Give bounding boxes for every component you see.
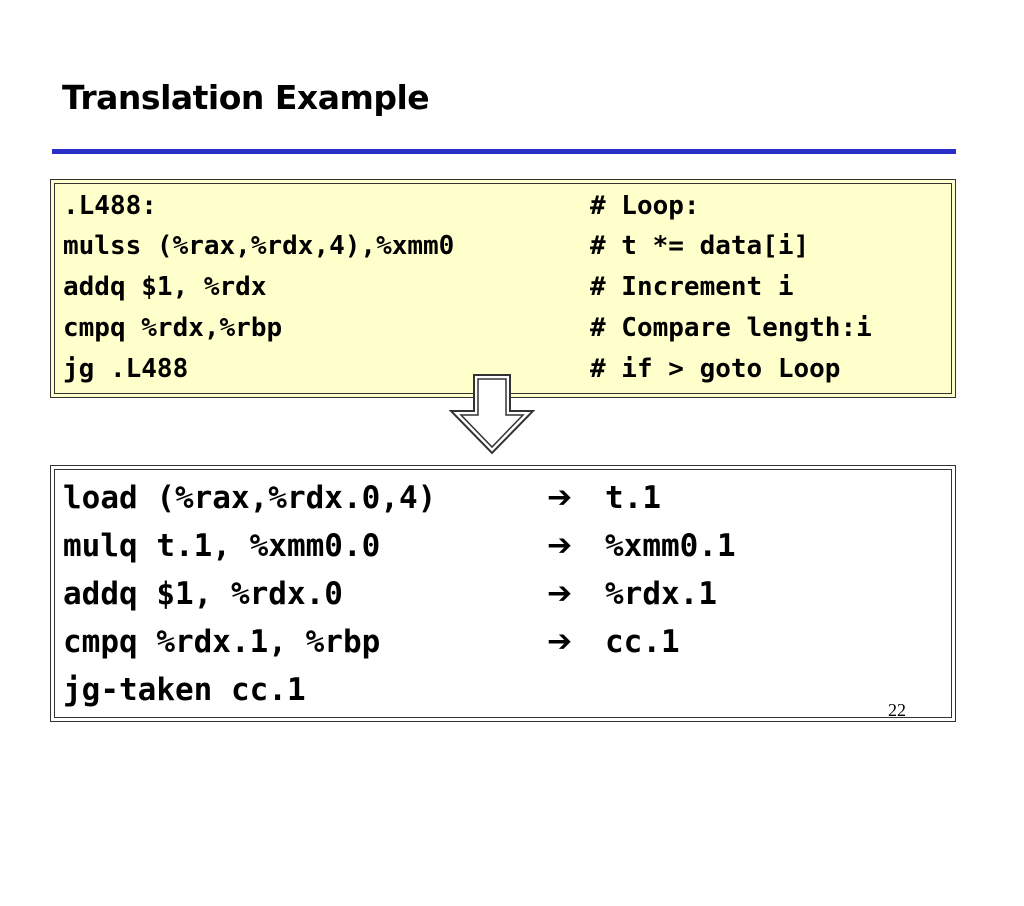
translated-code-box: load (%rax,%rdx.0,4) ➔ t.1 mulq t.1, %xm… [50, 465, 956, 722]
asm-line: cmpq %rdx,%rbp # Compare length:i [63, 308, 872, 348]
ssa-source-op: jg-taken cc.1 [63, 672, 306, 708]
asm-comment: # Compare length:i [590, 313, 872, 343]
asm-instruction: mulss (%rax,%rdx,4),%xmm0 [63, 231, 455, 261]
asm-line: jg .L488 # if > goto Loop [63, 349, 840, 389]
asm-line: mulss (%rax,%rdx,4),%xmm0 # t *= data[i] [63, 226, 809, 266]
right-arrow-icon: ➔ [547, 480, 573, 515]
ssa-destination: cc.1 [605, 624, 680, 660]
right-arrow-icon: ➔ [547, 576, 573, 611]
asm-instruction: addq $1, %rdx [63, 272, 267, 302]
down-arrow-icon [448, 374, 536, 455]
asm-comment: # t *= data[i] [590, 231, 810, 261]
ssa-line: jg-taken cc.1 [63, 666, 306, 714]
ssa-source-op: cmpq %rdx.1, %rbp [63, 624, 381, 660]
ssa-line: mulq t.1, %xmm0.0 ➔ %xmm0.1 [63, 522, 736, 570]
asm-line: addq $1, %rdx # Increment i [63, 267, 794, 307]
assembly-code-box: .L488: # Loop: mulss (%rax,%rdx,4),%xmm0… [50, 179, 956, 398]
ssa-line: addq $1, %rdx.0 ➔ %rdx.1 [63, 570, 717, 618]
right-arrow-icon: ➔ [547, 624, 573, 659]
right-arrow-icon: ➔ [547, 528, 573, 563]
ssa-source-op: mulq t.1, %xmm0.0 [63, 528, 381, 564]
ssa-source-op: addq $1, %rdx.0 [63, 576, 343, 612]
title-divider [52, 149, 956, 154]
ssa-line: load (%rax,%rdx.0,4) ➔ t.1 [63, 474, 661, 522]
asm-instruction: jg .L488 [63, 354, 189, 384]
slide-title: Translation Example [62, 78, 430, 117]
asm-instruction: cmpq %rdx,%rbp [63, 313, 283, 343]
page-number: 22 [888, 700, 906, 720]
ssa-destination: %rdx.1 [605, 576, 717, 612]
ssa-line: cmpq %rdx.1, %rbp ➔ cc.1 [63, 618, 680, 666]
ssa-destination: t.1 [605, 480, 661, 516]
ssa-source-op: load (%rax,%rdx.0,4) [63, 480, 437, 516]
ssa-destination: %xmm0.1 [605, 528, 736, 564]
asm-comment: # Loop: [590, 191, 700, 221]
asm-line: .L488: # Loop: [63, 186, 700, 226]
asm-comment: # if > goto Loop [590, 354, 841, 384]
asm-comment: # Increment i [590, 272, 794, 302]
asm-instruction: .L488: [63, 191, 157, 221]
